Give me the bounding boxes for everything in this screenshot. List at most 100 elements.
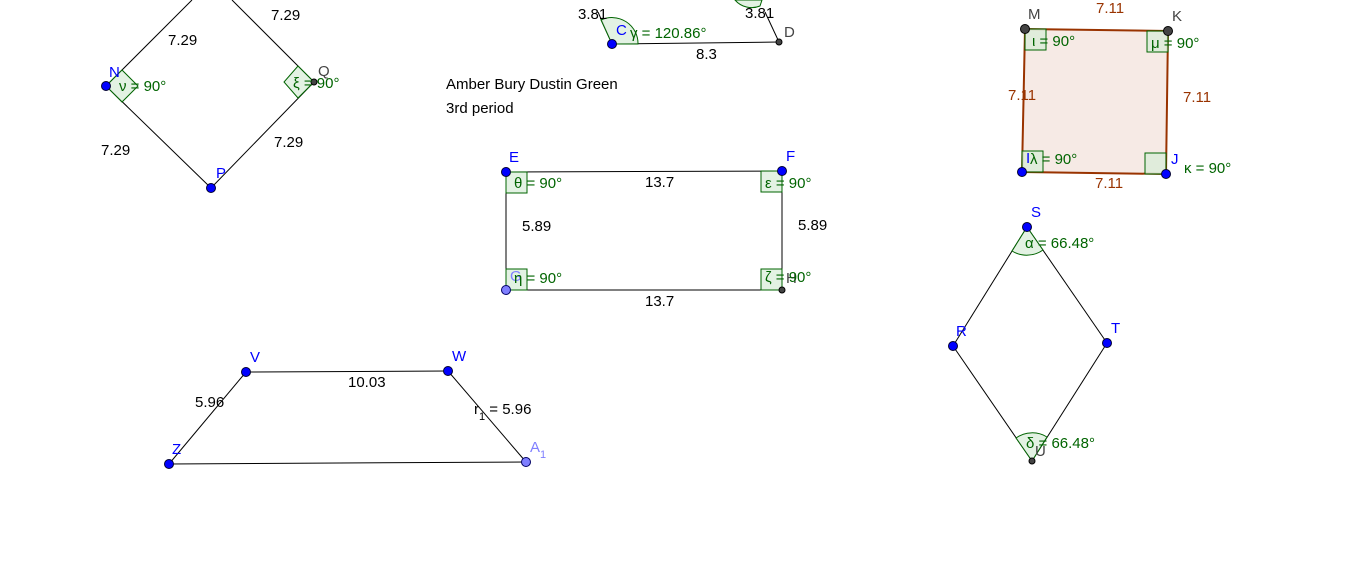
point-a1[interactable] xyxy=(521,457,531,467)
side-length-bottom-right: 7.29 xyxy=(274,134,303,151)
caption: Amber Bury Dustin Green 3rd period xyxy=(446,76,618,117)
angle-marker-eta xyxy=(505,268,528,291)
side-length-left: 7.11 xyxy=(1008,87,1036,104)
side-length-bottom: 8.3 xyxy=(696,46,717,63)
angle-marker-lambda xyxy=(1021,150,1044,173)
angle-label-iota: ι = 90° xyxy=(1032,33,1075,50)
quadrilateral-cd[interactable]: C D 3.81 3.81 8.3 γ = 120.86° xyxy=(578,0,795,63)
point-m[interactable] xyxy=(1020,24,1030,34)
point-w[interactable] xyxy=(443,366,453,376)
angle-label-delta: δ = 66.48° xyxy=(1026,435,1095,452)
label-point-j: J xyxy=(1171,151,1179,168)
point-d[interactable] xyxy=(775,38,783,46)
segment-np[interactable] xyxy=(105,85,212,189)
label-point-v: V xyxy=(250,349,260,366)
side-length-right: 5.89 xyxy=(798,217,827,234)
square-npq[interactable]: N P Q 7.29 7.29 7.29 7.29 ν = 90° ξ = 90… xyxy=(101,0,340,193)
side-length-right: 3.81 xyxy=(745,5,774,22)
point-e[interactable] xyxy=(501,167,511,177)
segment-d-right[interactable] xyxy=(764,11,780,43)
side-length-left: 3.81 xyxy=(578,6,607,23)
side-length-bottom-left: 7.29 xyxy=(101,142,130,159)
radius-label-r-base: r xyxy=(474,401,479,418)
rhombus-rstu[interactable]: S R T U α = 66.48° δ = 66.48° xyxy=(948,204,1121,465)
angle-marker-partial xyxy=(734,0,763,9)
label-point-m: M xyxy=(1028,6,1041,23)
angle-label-eta: η = 90° xyxy=(514,270,562,287)
side-length-left: 5.89 xyxy=(522,218,551,235)
label-point-c: C xyxy=(616,22,627,39)
point-u[interactable] xyxy=(1028,457,1036,465)
label-point-i: I xyxy=(1026,150,1030,167)
point-q[interactable] xyxy=(310,78,318,86)
point-i[interactable] xyxy=(1017,167,1027,177)
segment-cd[interactable] xyxy=(611,41,780,45)
angle-label-mu: μ = 90° xyxy=(1151,35,1199,52)
angle-marker-epsilon xyxy=(760,170,783,193)
label-point-t: T xyxy=(1111,320,1120,337)
segment-wa1[interactable] xyxy=(447,370,527,463)
point-c[interactable] xyxy=(607,39,617,49)
angle-label-kappa: κ = 90° xyxy=(1184,160,1231,177)
point-t[interactable] xyxy=(1102,338,1112,348)
point-j[interactable] xyxy=(1161,169,1171,179)
caption-period: 3rd period xyxy=(446,100,514,117)
label-point-a1: A1 xyxy=(530,439,546,461)
label-point-q: Q xyxy=(318,63,330,80)
point-h[interactable] xyxy=(778,286,786,294)
label-point-w: W xyxy=(452,348,467,365)
angle-marker-kappa xyxy=(1144,152,1167,175)
angle-label-theta: θ = 90° xyxy=(514,175,562,192)
angle-label-lambda: λ = 90° xyxy=(1030,151,1077,168)
radius-label-r-sub: 1 xyxy=(479,411,485,423)
label-point-u: U xyxy=(1035,443,1046,460)
angle-label-gamma: γ = 120.86° xyxy=(630,25,706,42)
angle-marker-alpha xyxy=(1011,226,1044,256)
label-point-n: N xyxy=(109,64,120,81)
rectangle-efhg[interactable]: E F G H 13.7 13.7 5.89 5.89 θ = 90° ε = … xyxy=(501,148,828,310)
point-k[interactable] xyxy=(1163,26,1173,36)
point-n[interactable] xyxy=(101,81,111,91)
angle-marker-zeta xyxy=(760,268,783,291)
radius-label-value: = 5.96 xyxy=(485,401,531,418)
angle-marker-delta xyxy=(1015,432,1048,462)
side-length-top: 10.03 xyxy=(348,374,386,391)
caption-names: Amber Bury Dustin Green xyxy=(446,76,618,93)
point-g[interactable] xyxy=(501,285,511,295)
angle-label-epsilon: ε = 90° xyxy=(765,175,811,192)
point-p[interactable] xyxy=(206,183,216,193)
side-length-top-right: 7.29 xyxy=(271,7,300,24)
point-v[interactable] xyxy=(241,367,251,377)
angle-marker-iota xyxy=(1024,28,1047,51)
angle-marker-xi xyxy=(283,65,315,99)
segment-zv[interactable] xyxy=(168,371,247,465)
label-point-p: P xyxy=(216,165,226,182)
side-length-top-left: 7.29 xyxy=(168,32,197,49)
angle-marker-theta xyxy=(505,171,528,194)
point-f[interactable] xyxy=(777,166,787,176)
side-length-top: 13.7 xyxy=(645,174,674,191)
point-r[interactable] xyxy=(948,341,958,351)
label-point-g: G xyxy=(510,268,522,285)
segment-pq[interactable] xyxy=(210,81,315,189)
angle-label-xi: ξ = 90° xyxy=(293,75,340,92)
label-point-f: F xyxy=(786,148,795,165)
point-z[interactable] xyxy=(164,459,174,469)
side-length-bottom: 7.11 xyxy=(1095,175,1123,192)
label-point-z: Z xyxy=(172,441,181,458)
label-point-s: S xyxy=(1031,204,1041,221)
trapezoid-vwa1z[interactable]: V W Z A1 5.96 10.03 r1 = 5.96 xyxy=(164,348,547,469)
segment-ef[interactable] xyxy=(505,170,783,173)
label-point-a1-sub: 1 xyxy=(540,449,546,461)
square-mkji[interactable]: M K J I 7.11 7.11 7.11 7.11 ι = 90° μ = … xyxy=(1008,0,1231,192)
label-point-r: R xyxy=(956,323,967,340)
segment-a1z[interactable] xyxy=(168,461,527,465)
segment-vw[interactable] xyxy=(245,370,449,373)
angle-label-nu: ν = 90° xyxy=(119,78,166,95)
radius-label-r1: r1 = 5.96 xyxy=(474,401,531,423)
point-s[interactable] xyxy=(1022,222,1032,232)
side-length-left: 5.96 xyxy=(195,394,224,411)
label-point-k: K xyxy=(1172,8,1182,25)
